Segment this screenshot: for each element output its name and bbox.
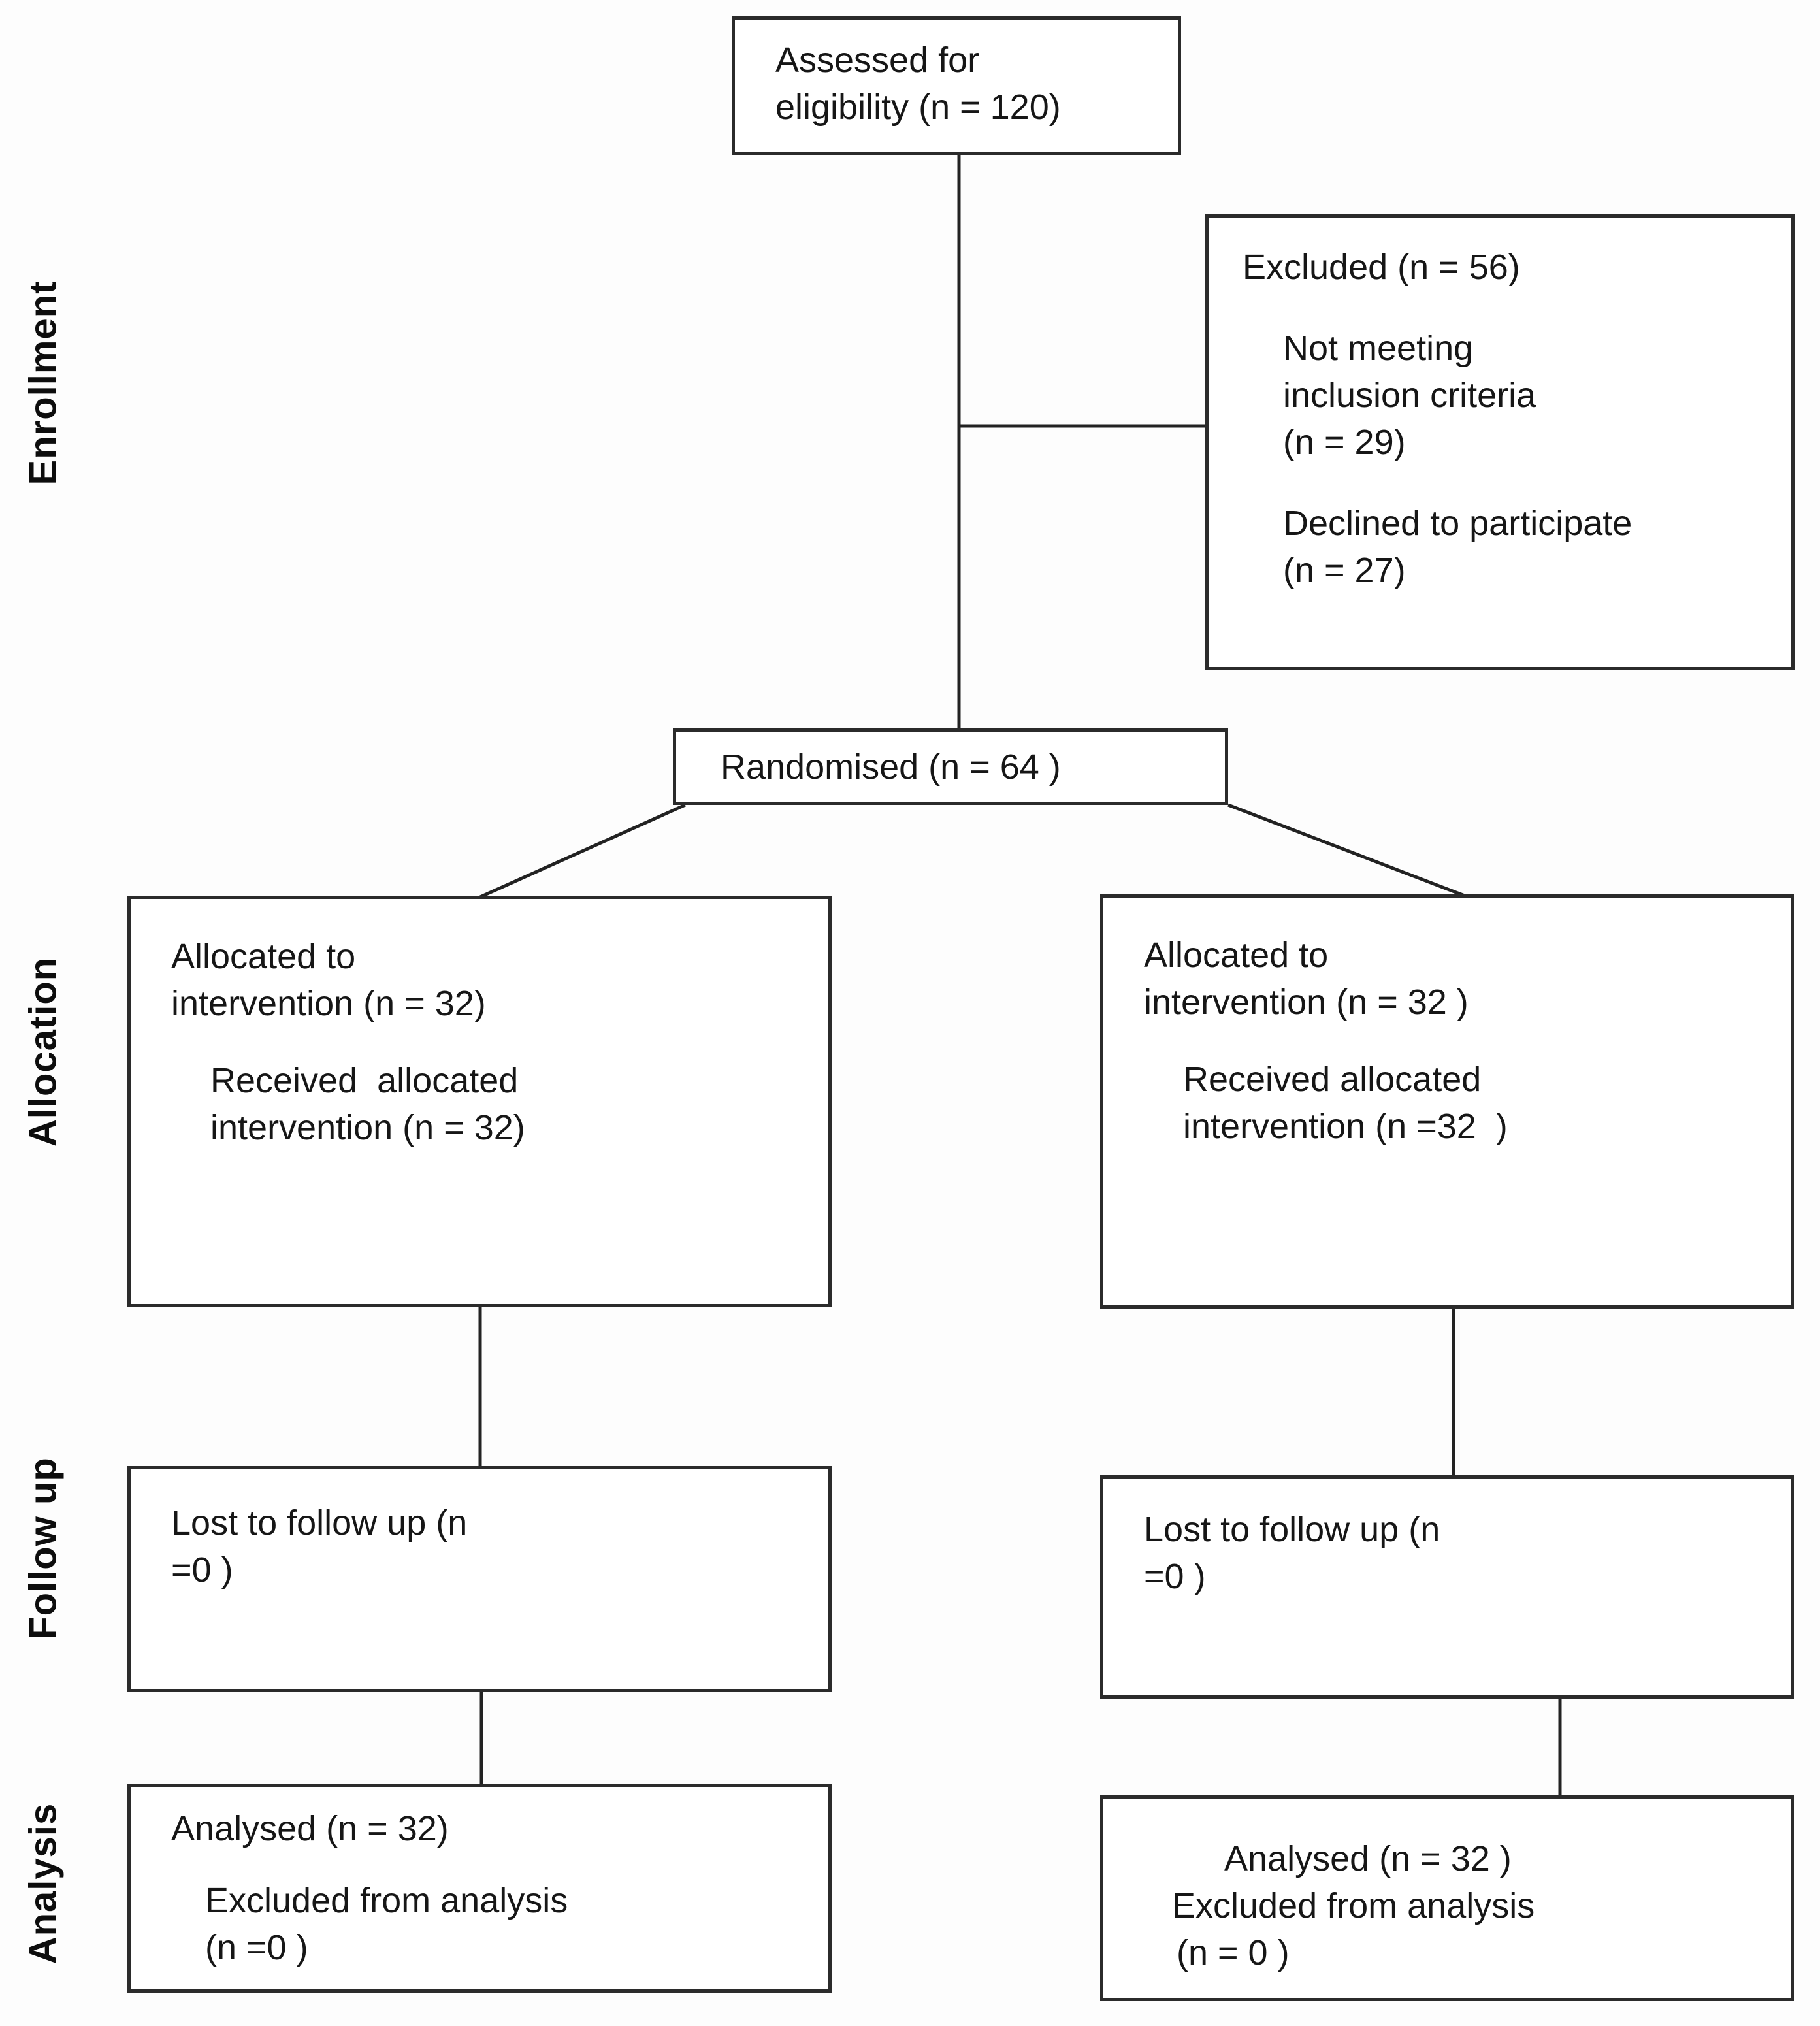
connector-randomised-to-allocation-left bbox=[479, 803, 687, 899]
followup-left-box: Lost to follow up (n =0 ) bbox=[127, 1466, 832, 1692]
excluded-reason-declined: Declined to participate (n = 27) bbox=[1283, 500, 1779, 594]
allocation-right-line1: Allocated to bbox=[1144, 936, 1329, 975]
allocation-left-sub-line1: Received allocated bbox=[210, 1061, 519, 1100]
allocation-right-received-group: Received allocated intervention (n =32 ) bbox=[1183, 1056, 1779, 1150]
excluded-title: Excluded (n = 56) bbox=[1243, 248, 1520, 287]
excluded-reason1-line2: inclusion criteria bbox=[1283, 376, 1536, 415]
allocation-left-sub-line2: intervention (n = 32) bbox=[210, 1108, 525, 1147]
analysis-left-sub-line2: (n =0 ) bbox=[205, 1928, 308, 1967]
connector-randomised-to-allocation-right bbox=[1227, 803, 1465, 898]
analysis-right-box: Analysed (n = 32 ) Excluded from analysi… bbox=[1100, 1795, 1794, 2001]
analysis-left-excluded-group: Excluded from analysis (n =0 ) bbox=[205, 1877, 817, 1971]
excluded-reason1-line1: Not meeting bbox=[1283, 329, 1474, 368]
allocation-right-box: Allocated to intervention (n = 32 ) Rece… bbox=[1100, 894, 1794, 1309]
allocation-right-sub-line1: Received allocated bbox=[1183, 1060, 1482, 1099]
stage-label-followup: Follow up bbox=[22, 1457, 65, 1640]
allocation-left-line1: Allocated to bbox=[171, 937, 356, 976]
followup-right-line1: Lost to follow up (n bbox=[1144, 1510, 1440, 1549]
assessed-for-eligibility-box: Assessed for eligibility (n = 120) bbox=[732, 16, 1181, 155]
allocation-left-received-group: Received allocated intervention (n = 32) bbox=[210, 1057, 817, 1151]
allocation-right-sub-line2: intervention (n =32 ) bbox=[1183, 1107, 1508, 1146]
analysis-right-sub-line2: (n = 0 ) bbox=[1177, 1933, 1290, 1972]
analysis-right-sub-line1: Excluded from analysis bbox=[1172, 1886, 1535, 1925]
stage-label-analysis: Analysis bbox=[22, 1803, 65, 1965]
analysis-left-title: Analysed (n = 32) bbox=[171, 1809, 449, 1848]
excluded-reason-not-meeting: Not meeting inclusion criteria (n = 29) bbox=[1283, 325, 1779, 466]
randomised-label: Randomised (n = 64 ) bbox=[721, 747, 1061, 787]
excluded-reason1-line3: (n = 29) bbox=[1283, 423, 1406, 462]
analysis-right-title: Analysed (n = 32 ) bbox=[1224, 1839, 1512, 1878]
assessed-line-1: Assessed for bbox=[775, 41, 980, 80]
analysis-left-box: Analysed (n = 32) Excluded from analysis… bbox=[127, 1784, 832, 1993]
randomised-box: Randomised (n = 64 ) bbox=[673, 728, 1228, 805]
followup-left-line1: Lost to follow up (n bbox=[171, 1503, 468, 1543]
followup-right-line2: =0 ) bbox=[1144, 1557, 1206, 1596]
allocation-right-line2: intervention (n = 32 ) bbox=[1144, 983, 1469, 1022]
analysis-left-sub-line1: Excluded from analysis bbox=[205, 1881, 568, 1920]
excluded-box: Excluded (n = 56) Not meeting inclusion … bbox=[1205, 214, 1795, 670]
allocation-left-line2: intervention (n = 32) bbox=[171, 984, 486, 1023]
followup-right-box: Lost to follow up (n =0 ) bbox=[1100, 1475, 1794, 1699]
stage-label-enrollment: Enrollment bbox=[22, 280, 65, 485]
allocation-left-box: Allocated to intervention (n = 32) Recei… bbox=[127, 896, 832, 1307]
stage-label-allocation: Allocation bbox=[22, 956, 65, 1147]
excluded-reason2-line2: (n = 27) bbox=[1283, 551, 1406, 590]
followup-left-line2: =0 ) bbox=[171, 1550, 233, 1590]
excluded-reason2-line1: Declined to participate bbox=[1283, 504, 1633, 543]
assessed-line-2: eligibility (n = 120) bbox=[775, 88, 1061, 127]
